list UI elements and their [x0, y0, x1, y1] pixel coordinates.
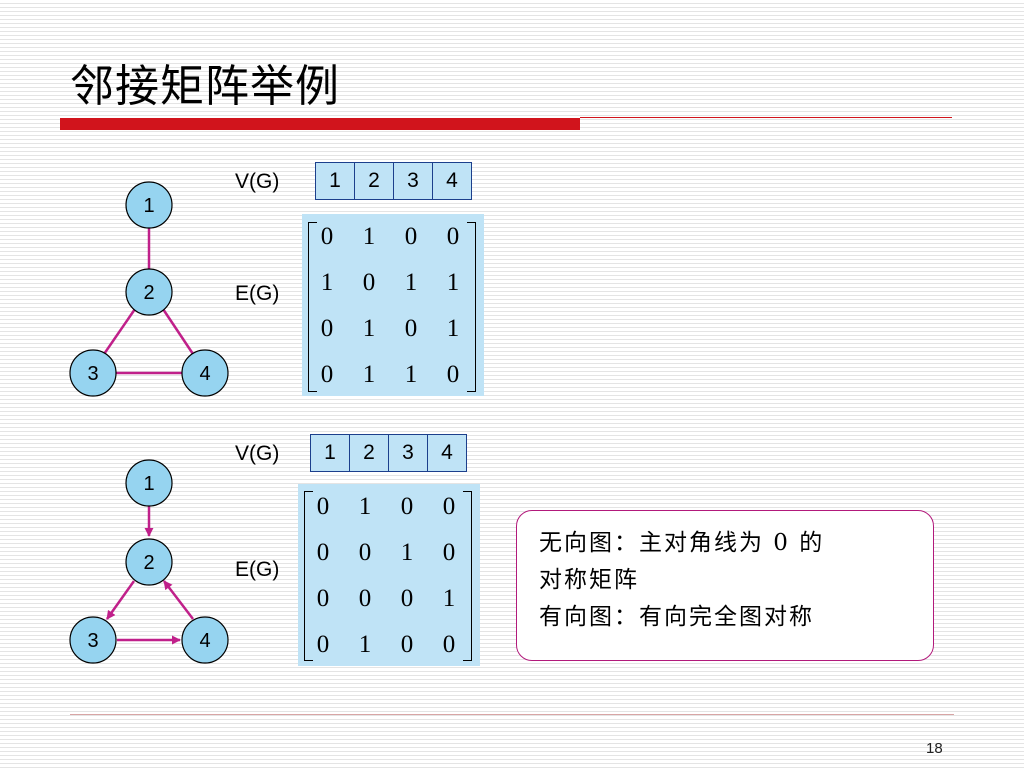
matrix-cell: 0: [316, 585, 330, 612]
matrix-cell: 1: [362, 223, 376, 250]
svg-text:2: 2: [143, 282, 154, 304]
vertex-cell: 4: [427, 434, 467, 472]
edge-2-3: [100, 308, 137, 358]
matrix-cell: 0: [446, 361, 460, 388]
matrix-right-bracket: [467, 222, 476, 392]
matrix-cell: 0: [446, 223, 460, 250]
svg-text:3: 3: [87, 363, 98, 385]
matrix-cell: 1: [362, 315, 376, 342]
node-2: 2: [125, 268, 173, 316]
directed-graph: 1 2 3 4: [69, 459, 229, 664]
matrix-cell: 0: [358, 585, 372, 612]
node-4: 4: [181, 349, 229, 397]
vertex-cell: 2: [349, 434, 389, 472]
adjacency-matrix: [302, 214, 484, 396]
matrix-cell: 0: [442, 539, 456, 566]
matrix-cell: 0: [442, 493, 456, 520]
vertex-set-label: V(G): [235, 170, 280, 193]
vertex-cell: 1: [310, 434, 350, 472]
node-1: 1: [125, 459, 173, 507]
title-accent-bar: [60, 118, 580, 130]
matrix-cell: 0: [316, 539, 330, 566]
edge-set-label: E(G): [235, 558, 280, 581]
arc-2-3: [105, 580, 136, 620]
node-1: 1: [125, 181, 173, 229]
matrix-cell: 1: [400, 539, 414, 566]
note-line: 对称矩阵: [539, 567, 639, 593]
vertex-cell: 4: [432, 162, 472, 200]
node-4: 4: [181, 616, 229, 664]
footer-divider: [70, 714, 954, 715]
matrix-cell: 0: [404, 223, 418, 250]
matrix-cell: 0: [442, 631, 456, 658]
edge-2-4: [161, 308, 197, 358]
node-3: 3: [69, 349, 117, 397]
matrix-left-bracket: [304, 491, 313, 661]
matrix-cell: 0: [358, 539, 372, 566]
matrix-cell: 1: [446, 315, 460, 342]
edge-set-label: E(G): [235, 282, 280, 305]
matrix-cell: 0: [400, 493, 414, 520]
matrix-cell: 0: [316, 493, 330, 520]
matrix-cell: 1: [404, 361, 418, 388]
matrix-grid: 0 1 0 0 1 0 1 1 0 1 0 1 0 1 1 0: [306, 214, 474, 398]
vertex-table: 1 2 3 4: [310, 434, 467, 472]
svg-text:1: 1: [143, 195, 154, 217]
undirected-graph: 1 2 3 4: [69, 181, 229, 397]
svg-text:4: 4: [199, 363, 210, 385]
matrix-cell: 1: [362, 361, 376, 388]
note-line: 无向图：主对角线为 0 的: [539, 530, 825, 556]
note-line: 有向图：有向完全图对称: [539, 604, 814, 630]
matrix-cell: 0: [404, 315, 418, 342]
vertex-cell: 1: [315, 162, 355, 200]
matrix-grid: 0 1 0 0 0 0 1 0 0 0 0 1 0 1 0 0: [302, 484, 470, 668]
page-number: 18: [926, 740, 943, 757]
svg-text:4: 4: [199, 630, 210, 652]
matrix-cell: 1: [358, 631, 372, 658]
matrix-cell: 1: [404, 269, 418, 296]
vertex-set-label: V(G): [235, 442, 280, 465]
vertex-cell: 2: [354, 162, 394, 200]
matrix-cell: 0: [320, 315, 334, 342]
vertex-cell: 3: [393, 162, 433, 200]
matrix-cell: 0: [400, 585, 414, 612]
vertex-table: 1 2 3 4: [315, 162, 472, 200]
node-2: 2: [125, 538, 173, 586]
title-underline: [580, 117, 952, 118]
matrix-left-bracket: [308, 222, 317, 392]
matrix-cell: 1: [320, 269, 334, 296]
adjacency-matrix: [298, 484, 480, 666]
svg-text:3: 3: [87, 630, 98, 652]
page-title: 邻接矩阵举例: [70, 61, 340, 112]
matrix-cell: 0: [400, 631, 414, 658]
arc-4-2: [163, 580, 194, 620]
note-callout: 无向图：主对角线为 0 的 对称矩阵 有向图：有向完全图对称: [516, 510, 934, 661]
vertex-cell: 3: [388, 434, 428, 472]
svg-text:2: 2: [143, 552, 154, 574]
matrix-cell: 0: [320, 223, 334, 250]
node-3: 3: [69, 616, 117, 664]
matrix-cell: 0: [320, 361, 334, 388]
matrix-cell: 1: [358, 493, 372, 520]
svg-text:1: 1: [143, 473, 154, 495]
matrix-cell: 1: [446, 269, 460, 296]
matrix-right-bracket: [463, 491, 472, 661]
matrix-cell: 0: [362, 269, 376, 296]
matrix-cell: 0: [316, 631, 330, 658]
matrix-cell: 1: [442, 585, 456, 612]
